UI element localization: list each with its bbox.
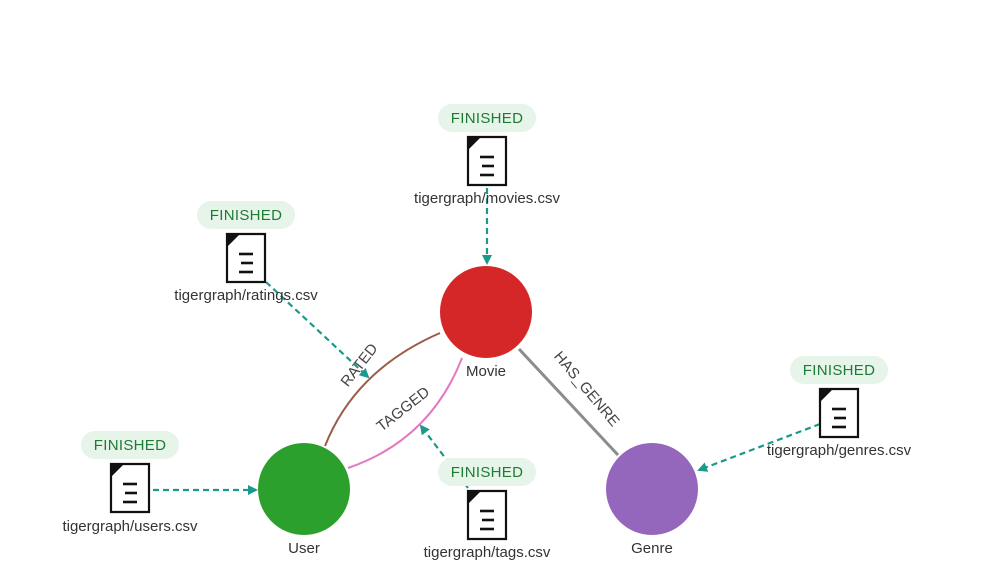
- vertex-movie-label: Movie: [466, 363, 506, 380]
- mapping-arrow-ratings[interactable]: [265, 281, 370, 379]
- status-badge: FINISHED: [197, 201, 295, 229]
- status-badge-text: FINISHED: [451, 110, 523, 127]
- has-genre-edge[interactable]: [517, 347, 620, 457]
- file-name: tigergraph/tags.csv: [424, 544, 551, 561]
- file-name: tigergraph/genres.csv: [767, 442, 912, 459]
- document-icon: [466, 489, 508, 541]
- file-movies[interactable]: FINISHED tigergraph/movies.csv: [414, 104, 560, 207]
- mapping-arrow-genres[interactable]: [697, 422, 821, 472]
- file-tags[interactable]: FINISHED tigergraph/tags.csv: [424, 458, 551, 561]
- rated-edge[interactable]: [324, 332, 441, 447]
- file-name: tigergraph/users.csv: [62, 518, 198, 535]
- file-genres[interactable]: FINISHED tigergraph/genres.csv: [767, 356, 912, 459]
- status-badge-text: FINISHED: [210, 207, 282, 224]
- document-icon: [109, 462, 151, 514]
- vertex-genre[interactable]: Genre: [606, 443, 698, 557]
- status-badge-text: FINISHED: [94, 437, 166, 454]
- tagged-edge-label: TAGGED: [373, 383, 433, 435]
- vertex-user-label: User: [288, 540, 320, 557]
- tagged-edge[interactable]: [347, 357, 463, 469]
- status-badge: FINISHED: [438, 458, 536, 486]
- status-badge-text: FINISHED: [451, 464, 523, 481]
- file-name: tigergraph/movies.csv: [414, 190, 560, 207]
- file-name: tigergraph/ratings.csv: [174, 287, 318, 304]
- status-badge: FINISHED: [790, 356, 888, 384]
- document-icon: [225, 232, 267, 284]
- document-icon: [818, 387, 860, 439]
- vertex-genre-label: Genre: [631, 540, 673, 557]
- status-badge: FINISHED: [438, 104, 536, 132]
- has-genre-edge-label: HAS_GENRE: [550, 348, 623, 430]
- document-icon: [466, 135, 508, 187]
- file-users[interactable]: FINISHED tigergraph/users.csv: [62, 431, 198, 535]
- status-badge: FINISHED: [81, 431, 179, 459]
- rated-edge-label: RATED: [337, 340, 381, 390]
- vertex-user[interactable]: User: [258, 443, 350, 557]
- status-badge-text: FINISHED: [803, 362, 875, 379]
- file-ratings[interactable]: FINISHED tigergraph/ratings.csv: [174, 201, 318, 304]
- vertex-movie[interactable]: Movie: [440, 266, 532, 380]
